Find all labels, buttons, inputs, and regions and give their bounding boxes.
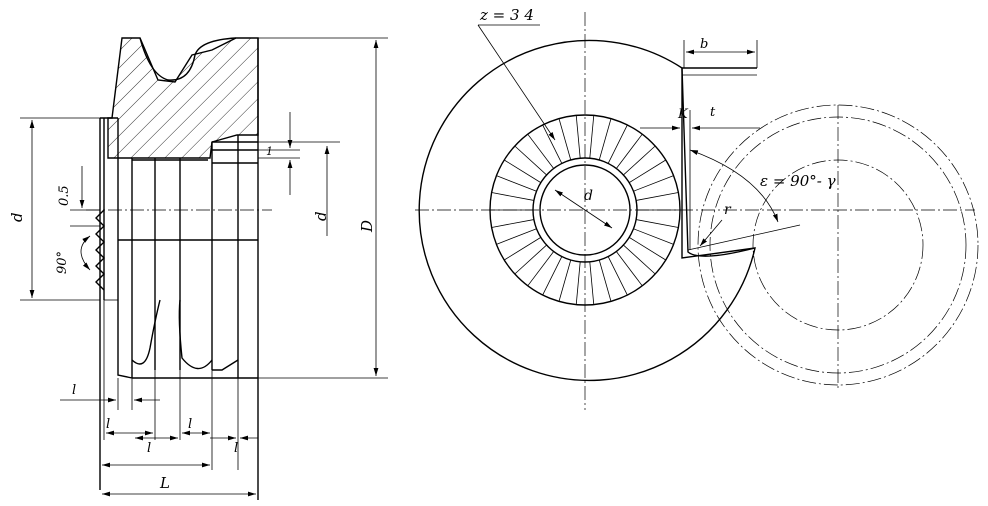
- tooth-line: [504, 159, 541, 183]
- teeth: [490, 115, 680, 305]
- tooth-line: [542, 256, 563, 296]
- tooth-line: [598, 118, 612, 161]
- tooth-line: [527, 251, 554, 287]
- label-d1-right: d: [312, 211, 330, 221]
- tooth-line: [629, 159, 666, 183]
- tooth-line: [496, 175, 537, 192]
- label-l3-left: l: [106, 417, 110, 432]
- tooth-line: [558, 118, 572, 161]
- tooth-line: [636, 219, 679, 228]
- label-K: K: [677, 107, 689, 122]
- tooth-line: [491, 219, 534, 228]
- tooth-line: [575, 115, 581, 159]
- label-do: d: [584, 188, 593, 204]
- tooth-line: [542, 124, 563, 164]
- section-view: D d 1 d 0.5 90° l l: [8, 37, 388, 500]
- tooth-line: [504, 237, 541, 261]
- tooth-line: [514, 145, 547, 176]
- tooth-line: [496, 228, 537, 245]
- tooth-line: [616, 251, 643, 287]
- label-l3-right: l: [188, 417, 192, 432]
- tooth-line: [491, 192, 534, 201]
- tooth-line: [633, 228, 674, 245]
- label-D: D: [358, 220, 376, 233]
- outer-contour: [418, 39, 756, 382]
- label-b: b: [700, 37, 708, 52]
- tooth-line: [527, 133, 554, 169]
- label-l1-right: l: [234, 441, 238, 456]
- tooth-line: [558, 259, 572, 302]
- tooth-line: [598, 259, 612, 302]
- tooth-line: [607, 256, 628, 296]
- label-angle-90: 90°: [55, 251, 70, 274]
- label-t: t: [710, 105, 716, 120]
- tooth-line: [623, 244, 656, 275]
- tooth-line: [589, 115, 595, 159]
- label-r: r: [724, 202, 732, 218]
- label-gap-1: 1: [266, 145, 273, 158]
- tooth-line: [629, 237, 666, 261]
- hatched-section: [107, 37, 259, 159]
- label-z: z = 3 4: [479, 6, 534, 24]
- label-epsilon: ε = 90°- γ: [760, 172, 836, 190]
- front-view: z = 3 4 d b K t ε = 90°- γ r: [415, 6, 979, 410]
- tooth-line: [633, 175, 674, 192]
- label-d-left: d: [8, 212, 26, 222]
- tooth-line: [589, 261, 595, 305]
- tooth-line: [575, 261, 581, 305]
- tooth-line: [623, 145, 656, 176]
- label-l: l: [147, 441, 151, 456]
- label-chamfer: 0.5: [57, 185, 72, 206]
- tooth-line: [616, 133, 643, 169]
- tooth-line: [514, 244, 547, 275]
- label-LT: L: [159, 474, 170, 492]
- tooth-line: [607, 124, 628, 164]
- tooth-line: [636, 192, 679, 201]
- label-l1: l: [72, 383, 76, 398]
